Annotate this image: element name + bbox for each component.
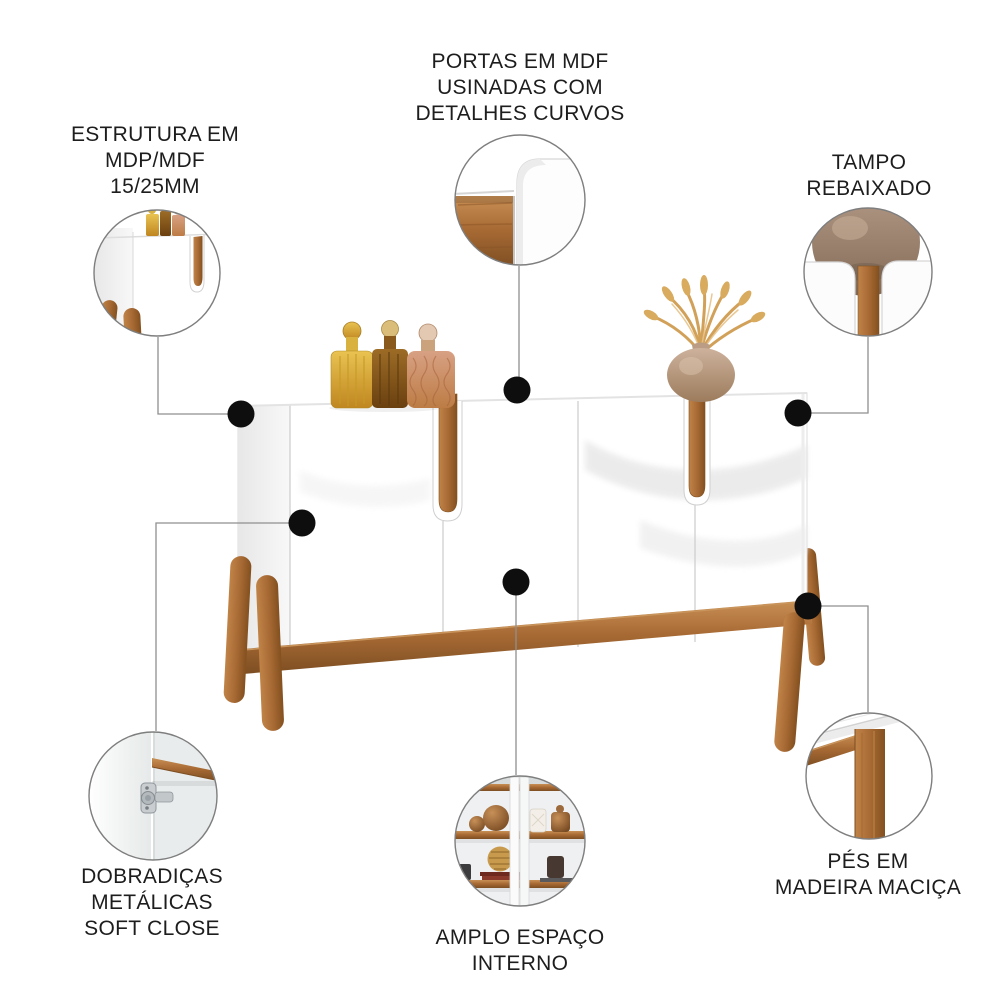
label-line: MADEIRA MACIÇA (774, 876, 962, 899)
callout-circle-pes (805, 712, 933, 840)
label-line: REBAIXADO (806, 177, 932, 200)
callout-circle-portas (454, 134, 586, 266)
callout-dots (227, 376, 822, 620)
callout-circle-dobradicas (88, 731, 218, 861)
callout-dot-amplo (502, 568, 530, 596)
callout-circle-amplo (454, 775, 586, 907)
label-line: USINADAS COM (437, 76, 603, 99)
label-line: METÁLICAS (91, 891, 213, 914)
decanter-bottles (329, 320, 455, 412)
callout-dot-portas (503, 376, 531, 404)
callout-label-dobradicas: DOBRADIÇAS METÁLICAS SOFT CLOSE (22, 864, 282, 942)
connector-dobradicas (155, 522, 302, 731)
door-handle-right (688, 387, 706, 498)
callout-dot-estrutura (227, 400, 255, 428)
connector-tampo (798, 337, 869, 414)
front-right-leg (774, 612, 805, 752)
callout-circle-estrutura (93, 209, 221, 337)
callout-label-tampo: TAMPO REBAIXADO (739, 150, 999, 202)
label-line: TAMPO (831, 151, 907, 174)
front-left-outer-leg (223, 556, 252, 703)
callout-dot-tampo (784, 399, 812, 427)
vase-with-wheat (643, 275, 766, 402)
connector-pes (808, 605, 869, 712)
label-line: ESTRUTURA EM (70, 123, 240, 146)
callout-dot-dobradicas (288, 509, 316, 537)
callout-label-estrutura: ESTRUTURA EM MDP/MDF 15/25MM (25, 122, 285, 200)
callout-label-portas: PORTAS EM MDF USINADAS COM DETALHES CURV… (370, 49, 670, 127)
callout-dot-pes (794, 592, 822, 620)
connector-estrutura (157, 337, 241, 415)
shelf-decor (459, 805, 576, 882)
label-line: SOFT CLOSE (84, 917, 220, 940)
callout-label-pes: PÉS EM MADEIRA MACIÇA (708, 849, 1000, 901)
front-left-inner-leg (256, 575, 284, 731)
wheat-heads (643, 275, 766, 323)
label-line: AMPLO ESPAÇO (435, 926, 605, 949)
label-line: DETALHES CURVOS (415, 102, 625, 125)
label-line: MDP/MDF (104, 149, 206, 172)
label-line: INTERNO (471, 952, 569, 975)
base-rail (243, 600, 812, 674)
label-line: DOBRADIÇAS (81, 865, 223, 888)
connector-lines (155, 266, 869, 775)
callout-label-amplo: AMPLO ESPAÇO INTERNO (370, 925, 670, 977)
door-handle-left (438, 393, 458, 513)
hinge (140, 782, 174, 814)
sideboard (223, 275, 826, 752)
label-line: PORTAS EM MDF (431, 50, 609, 73)
vase-body (667, 348, 735, 402)
callout-circle-tampo (803, 207, 933, 337)
label-line: PÉS EM (827, 850, 909, 873)
label-line: 15/25MM (110, 175, 200, 198)
